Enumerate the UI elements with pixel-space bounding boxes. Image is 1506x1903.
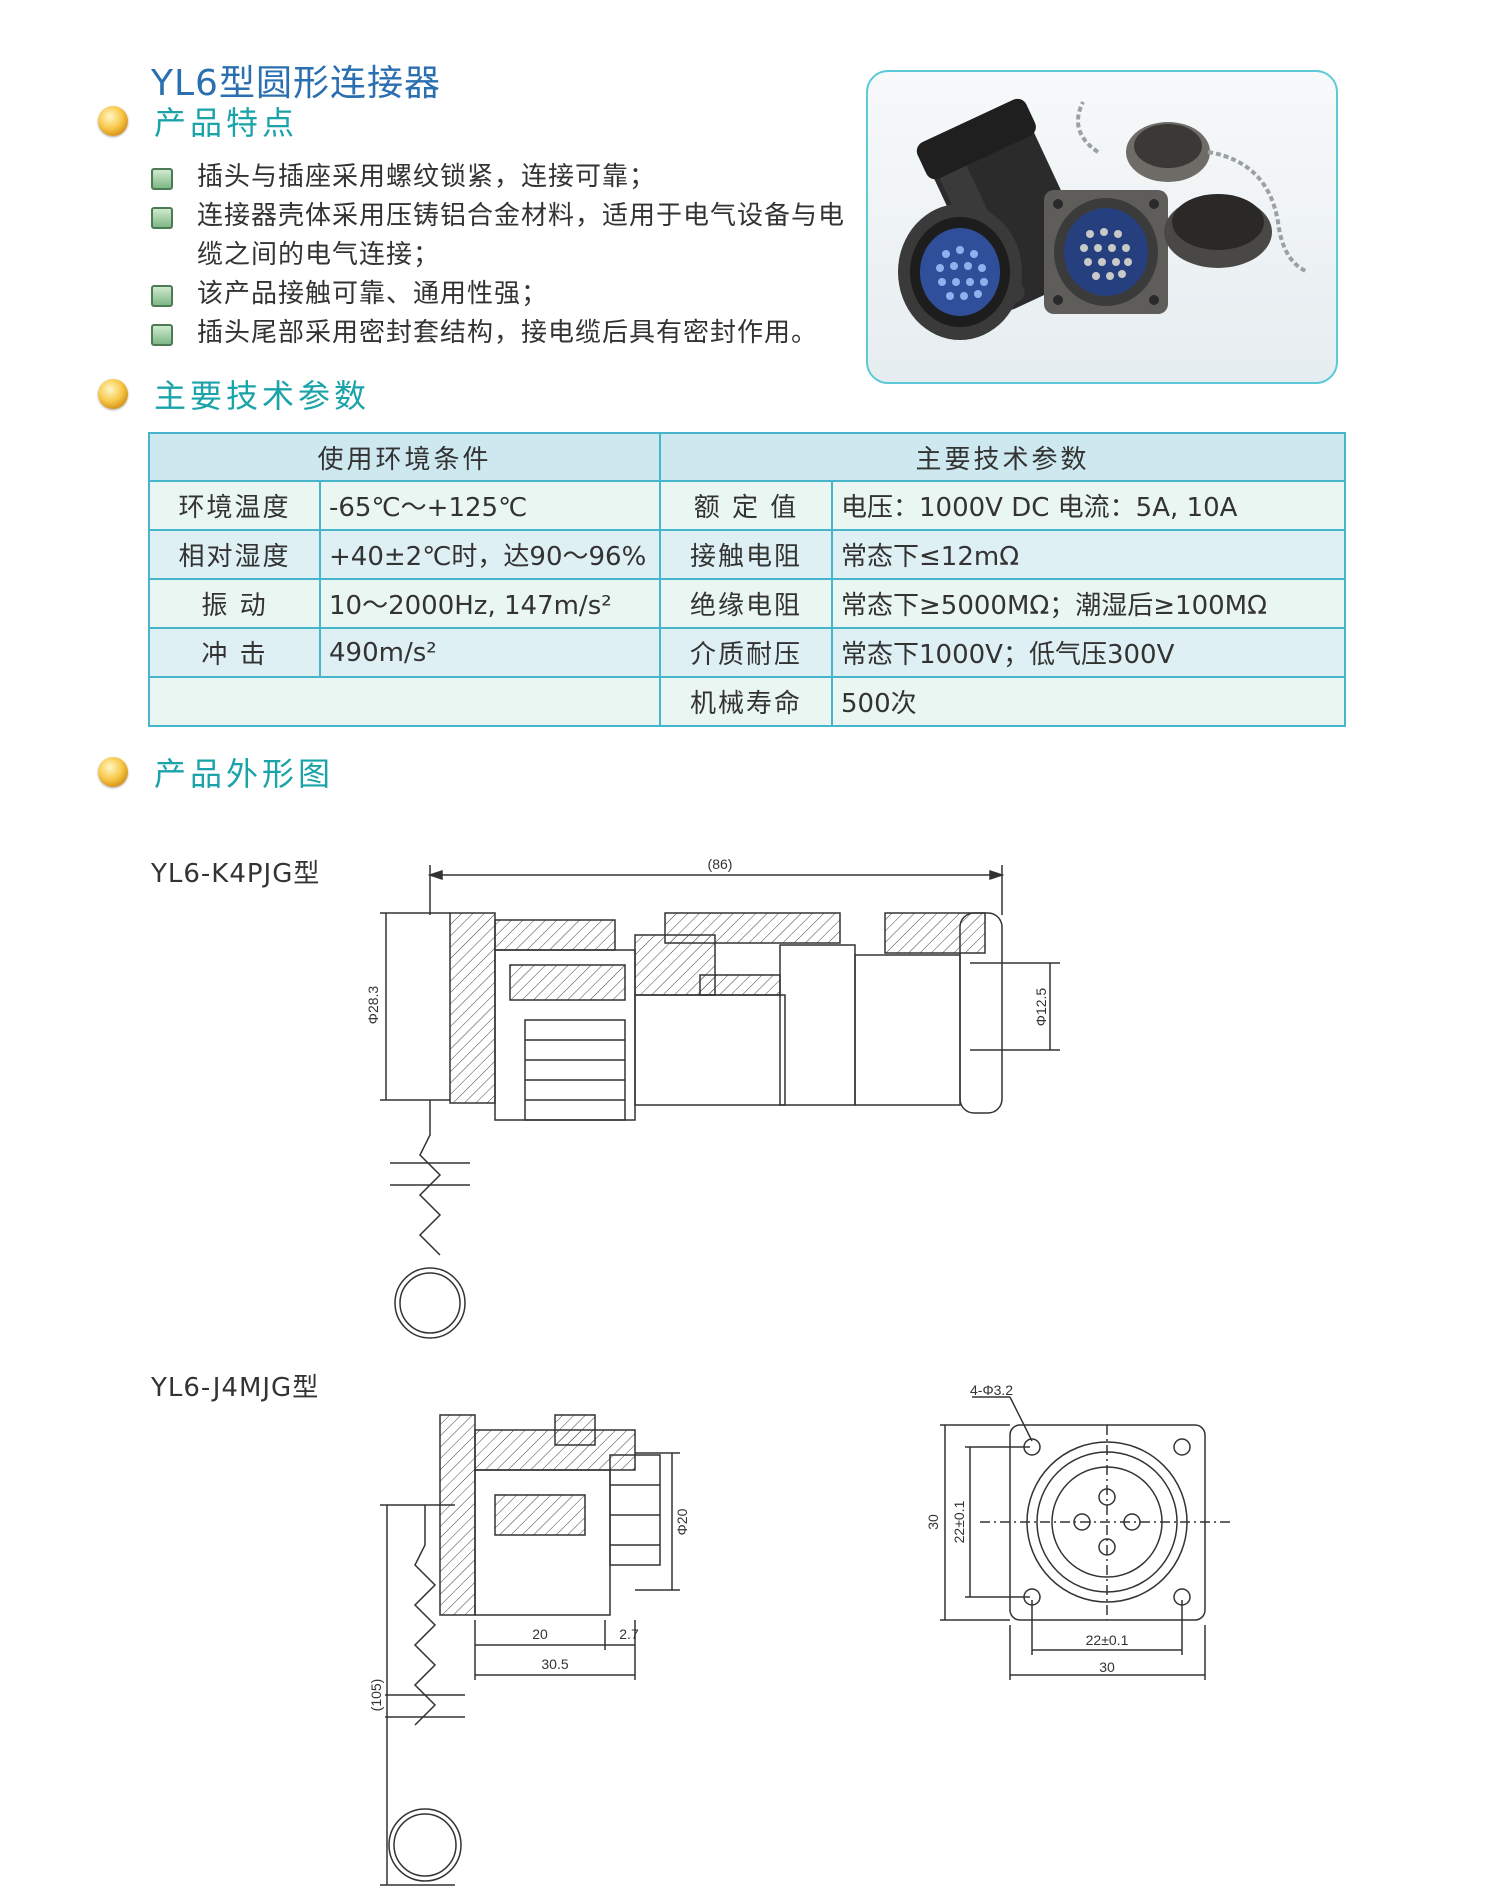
plug-dim-cable: Φ12.5 bbox=[1033, 988, 1049, 1027]
param-label: 介质耐压 bbox=[659, 627, 834, 678]
env-label: 环境温度 bbox=[148, 480, 321, 531]
section-params-heading: 主要技术参数 bbox=[98, 374, 371, 415]
plug-dim-length: (86) bbox=[708, 856, 733, 872]
front-dim-30-h: 30 bbox=[1099, 1659, 1115, 1675]
front-dim-22-v: 22±0.1 bbox=[951, 1500, 967, 1543]
table-row: 振 动 10～2000Hz, 147m/s² 绝缘电阻 常态下≥5000MΩ；潮… bbox=[148, 578, 1347, 629]
green-square-bullet-icon bbox=[151, 285, 173, 307]
orange-bullet-icon bbox=[98, 757, 128, 787]
socket-dim-20: 20 bbox=[532, 1626, 548, 1642]
param-label: 额 定 值 bbox=[659, 480, 834, 531]
socket-front-drawing: 4-Φ3.2 30 22±0.1 22±0.1 30 bbox=[925, 1385, 1230, 1680]
table-row: 冲 击 490m/s² 介质耐压 常态下1000V；低气压300V bbox=[148, 627, 1347, 678]
product-photo bbox=[866, 70, 1338, 384]
front-dim-22-h: 22±0.1 bbox=[1086, 1632, 1129, 1648]
socket-drawing-label: YL6-J4MJG型 bbox=[151, 1373, 320, 1403]
env-value: 490m/s² bbox=[318, 627, 662, 678]
table-header-params: 主要技术参数 bbox=[659, 432, 1347, 482]
feature-item: 该产品接触可靠、通用性强； bbox=[151, 275, 871, 314]
section-title: 产品特点 bbox=[154, 104, 299, 142]
table-row: 相对湿度 +40±2℃时，达90～96% 接触电阻 常态下≤12mΩ bbox=[148, 529, 1347, 580]
section-title: 产品外形图 bbox=[154, 755, 335, 793]
orange-bullet-icon bbox=[98, 106, 128, 136]
env-value: -65℃～+125℃ bbox=[318, 480, 662, 531]
env-label: 冲 击 bbox=[148, 627, 321, 678]
plug-drawing-label: YL6-K4PJG型 bbox=[151, 859, 321, 889]
env-label: 相对湿度 bbox=[148, 529, 321, 580]
spec-table: 使用环境条件 主要技术参数 环境温度 -65℃～+125℃ 额 定 值 电压：1… bbox=[147, 432, 1347, 727]
feature-item: 连接器壳体采用压铸铝合金材料，适用于电气设备与电缆之间的电气连接； bbox=[151, 197, 871, 275]
env-value: +40±2℃时，达90～96% bbox=[318, 529, 662, 580]
page-title: YL6型圆形连接器 bbox=[151, 63, 441, 104]
param-label: 绝缘电阻 bbox=[659, 578, 834, 629]
env-value: 10～2000Hz, 147m/s² bbox=[318, 578, 662, 629]
env-value bbox=[147, 676, 662, 727]
plug-dim-dia: Φ28.3 bbox=[365, 986, 381, 1025]
socket-dim-30-5: 30.5 bbox=[541, 1656, 568, 1672]
feature-item: 插头与插座采用螺纹锁紧，连接可靠； bbox=[151, 158, 871, 197]
socket-dim-2-7: 2.7 bbox=[619, 1626, 639, 1642]
orange-bullet-icon bbox=[98, 379, 128, 409]
table-row: 环境温度 -65℃～+125℃ 额 定 值 电压：1000V DC 电流：5A,… bbox=[148, 480, 1347, 531]
section-outline-heading: 产品外形图 bbox=[98, 752, 335, 793]
socket-side-drawing: 20 2.7 30.5 (105) Φ20 bbox=[368, 1414, 690, 1886]
param-value: 电压：1000V DC 电流：5A, 10A bbox=[831, 480, 1347, 531]
green-square-bullet-icon bbox=[151, 324, 173, 346]
table-row: 机械寿命 500次 bbox=[147, 676, 1347, 727]
env-label: 振 动 bbox=[148, 578, 321, 629]
socket-dim-105: (105) bbox=[368, 1679, 384, 1712]
section-features-heading: 产品特点 bbox=[98, 101, 299, 142]
front-dim-30-v: 30 bbox=[925, 1514, 941, 1530]
param-value: 500次 bbox=[831, 676, 1347, 727]
section-title: 主要技术参数 bbox=[154, 377, 371, 415]
param-value: 常态下≥5000MΩ；潮湿后≥100MΩ bbox=[831, 578, 1347, 629]
socket-dim-dia20: Φ20 bbox=[674, 1508, 690, 1535]
table-header-env: 使用环境条件 bbox=[147, 432, 662, 482]
param-label: 机械寿命 bbox=[659, 676, 834, 727]
feature-item: 插头尾部采用密封套结构，接电缆后具有密封作用。 bbox=[151, 314, 871, 353]
feature-list: 插头与插座采用螺纹锁紧，连接可靠； 连接器壳体采用压铸铝合金材料，适用于电气设备… bbox=[151, 158, 871, 353]
front-holes-label: 4-Φ3.2 bbox=[970, 1385, 1013, 1398]
table-header-row: 使用环境条件 主要技术参数 bbox=[147, 432, 1347, 482]
plug-technical-drawing: (86) Φ28.3 Φ12.5 bbox=[365, 856, 1060, 1339]
green-square-bullet-icon bbox=[151, 207, 173, 229]
green-square-bullet-icon bbox=[151, 168, 173, 190]
param-value: 常态下≤12mΩ bbox=[831, 529, 1347, 580]
param-label: 接触电阻 bbox=[659, 529, 834, 580]
param-value: 常态下1000V；低气压300V bbox=[831, 627, 1347, 678]
